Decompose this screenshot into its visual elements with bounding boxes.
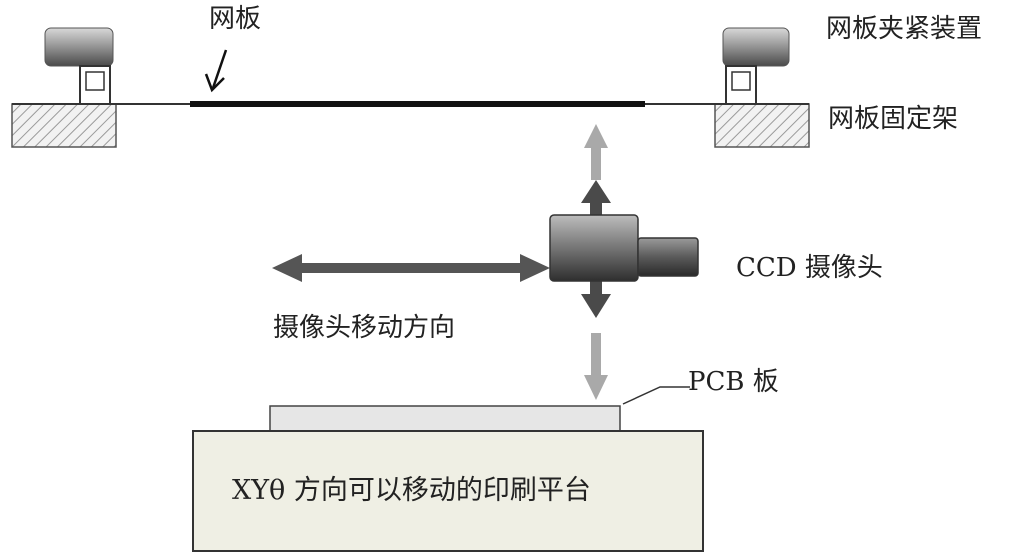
screen-frame-left — [11, 103, 117, 148]
camera-vertical-arrow-bottom — [581, 280, 611, 318]
screen-clamp-label: 网板夹紧装置 — [826, 14, 983, 44]
screen-frame-label: 网板固定架 — [828, 104, 959, 134]
screen-pointer-arrow — [204, 49, 228, 93]
screen-clamp-right — [722, 27, 790, 105]
pcb-leader-line — [622, 386, 690, 405]
pcb-board-label: PCB 板 — [688, 367, 779, 397]
camera-horizontal-arrow — [272, 254, 550, 282]
screen-label: 网板 — [209, 4, 262, 34]
ccd-camera-label: CCD 摄像头 — [736, 253, 883, 283]
pcb-board — [269, 405, 621, 432]
camera-vertical-arrow-top — [581, 180, 611, 215]
platform-label: XYθ 方向可以移动的印刷平台 — [232, 475, 591, 506]
ccd-camera — [549, 214, 699, 282]
camera-direction-label: 摄像头移动方向 — [273, 313, 456, 343]
screen-clamp-left — [44, 27, 114, 105]
print-platform — [192, 430, 704, 552]
screen-frame-right — [714, 103, 810, 148]
camera-down-arrow — [584, 333, 608, 400]
camera-up-arrow — [584, 124, 608, 180]
